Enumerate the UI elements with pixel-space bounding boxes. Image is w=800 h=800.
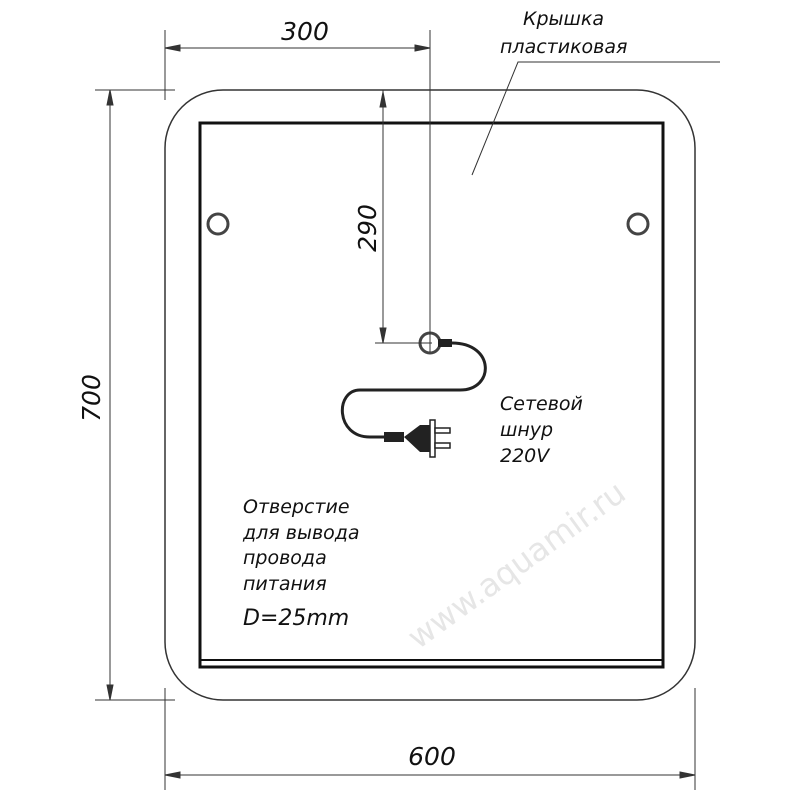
dimension-300-label: 300 xyxy=(281,17,329,46)
hole-label-line1: Отверстие xyxy=(243,496,350,518)
dimension-290 xyxy=(375,90,432,344)
dimension-600 xyxy=(164,688,696,790)
hole-diameter-label: D=25mm xyxy=(243,606,349,631)
dimension-600-label: 600 xyxy=(408,742,456,771)
hole-label-line2: для вывода xyxy=(242,522,360,544)
cover-label-line1: Крышка xyxy=(523,8,604,30)
cord-label-line1: Сетевой xyxy=(500,393,583,415)
dimension-700-label: 700 xyxy=(77,374,106,422)
cover-label-line2: пластиковая xyxy=(500,36,627,58)
cord-label-line3: 220V xyxy=(500,445,551,467)
cord-label-line2: шнур xyxy=(500,419,553,441)
back-frame xyxy=(198,121,665,669)
mount-hole-left xyxy=(206,212,230,236)
watermark: www.aquamir.ru xyxy=(400,473,632,656)
mount-hole-right xyxy=(626,212,650,236)
dimension-290-label: 290 xyxy=(353,204,382,252)
power-cord-icon xyxy=(340,339,487,458)
dimension-300 xyxy=(164,30,431,352)
cover-leader-line xyxy=(471,61,720,176)
hole-label-line3: провода xyxy=(243,547,327,569)
hole-label-line4: питания xyxy=(243,573,327,595)
dimension-700 xyxy=(95,89,175,701)
